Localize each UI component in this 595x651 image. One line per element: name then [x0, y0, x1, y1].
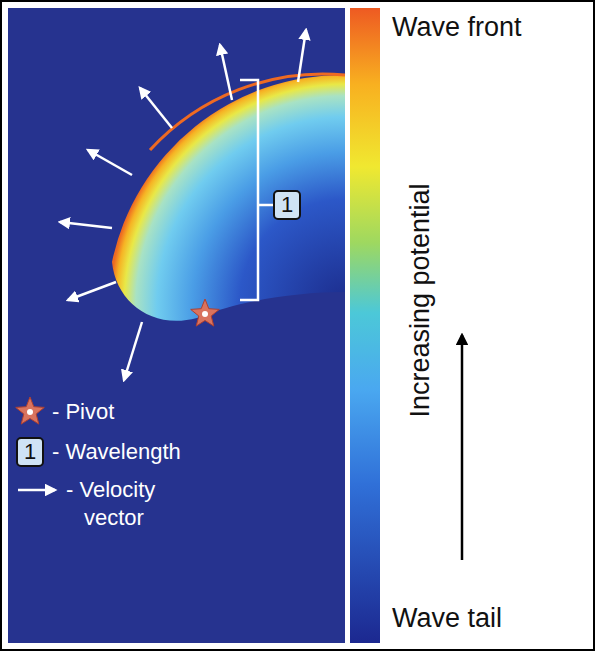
increase-arrow	[461, 335, 464, 560]
legend-star	[16, 397, 45, 424]
potential-label: Increasing potential	[405, 183, 436, 417]
wavelength-bracket	[240, 80, 274, 300]
legend-text: - Velocity vector	[66, 476, 194, 531]
wave-front-label: Wave front	[392, 12, 522, 43]
wavelength-callout: 1	[273, 190, 301, 220]
pivot-star	[191, 299, 220, 326]
color-bar	[350, 8, 380, 643]
legend-arrow	[18, 489, 55, 492]
wave-tail-label: Wave tail	[392, 603, 502, 634]
wave-front-edge	[150, 74, 345, 150]
legend-text: - Wavelength	[52, 438, 330, 466]
callout-number: 1	[24, 439, 36, 464]
legend-callout: 1	[16, 437, 44, 467]
callout-number: 1	[281, 192, 293, 217]
velocity-arrows	[60, 30, 306, 380]
spiral-wave	[112, 75, 345, 321]
tissue-panel	[8, 8, 345, 643]
legend-text: - Pivot	[52, 398, 330, 426]
